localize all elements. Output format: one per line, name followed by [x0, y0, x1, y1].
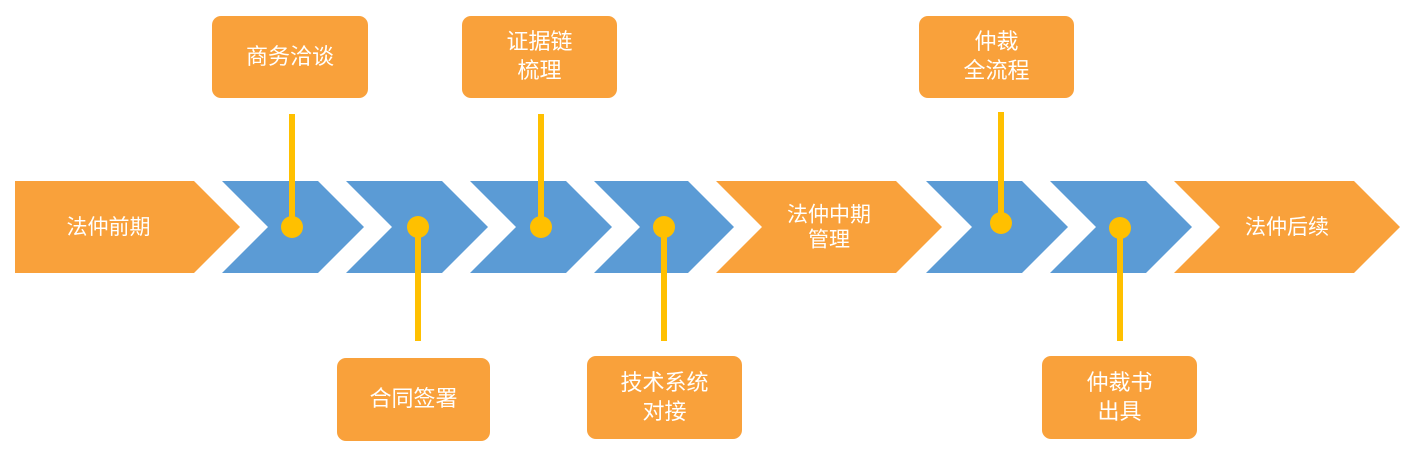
label-box-system-integration: 技术系统 对接 — [587, 356, 742, 439]
label-box-evidence-chain: 证据链 梳理 — [462, 16, 617, 98]
connector-dot-system-integration — [653, 216, 675, 238]
phase-label-line-1: 法仲前期 — [67, 215, 151, 239]
label-text-line-1: 技术系统 — [620, 370, 709, 396]
label-text-line-1: 仲裁书 — [1086, 370, 1153, 396]
label-text-line-2: 出具 — [1097, 399, 1142, 425]
connector-dot-commercial-negotiation — [281, 216, 303, 238]
connector-dot-evidence-chain — [530, 216, 552, 238]
chevron-mid-arbitration — [716, 181, 942, 273]
label-text-line-2: 全流程 — [963, 59, 1030, 84]
label-box-award-issuance: 仲裁书 出具 — [1042, 356, 1197, 439]
chevron-post-arbitration — [1174, 181, 1400, 273]
phase-label-line-1: 法仲后续 — [1245, 215, 1329, 239]
chevron-pre-arbitration — [15, 181, 240, 273]
label-box-arbitration-process: 仲裁 全流程 — [919, 16, 1074, 98]
label-text-line-1: 仲裁 — [974, 30, 1019, 55]
label-text: 合同签署 — [369, 387, 458, 412]
phase-label-line-1: 法仲中期 — [787, 203, 871, 227]
label-text: 商务洽谈 — [245, 44, 334, 70]
label-box-commercial-negotiation: 商务洽谈 — [212, 16, 368, 98]
connector-dot-arbitration-process — [990, 212, 1012, 234]
connector-lines — [281, 112, 1131, 341]
connector-dot-award-issuance — [1109, 217, 1131, 239]
label-text-line-2: 梳理 — [517, 59, 562, 84]
label-text-line-1: 证据链 — [506, 30, 573, 55]
label-text-line-2: 对接 — [642, 399, 687, 425]
label-box-contract-signing: 合同签署 — [337, 358, 490, 441]
phase-label-line-2: 管理 — [808, 228, 850, 252]
connector-dot-contract-signing — [407, 216, 429, 238]
